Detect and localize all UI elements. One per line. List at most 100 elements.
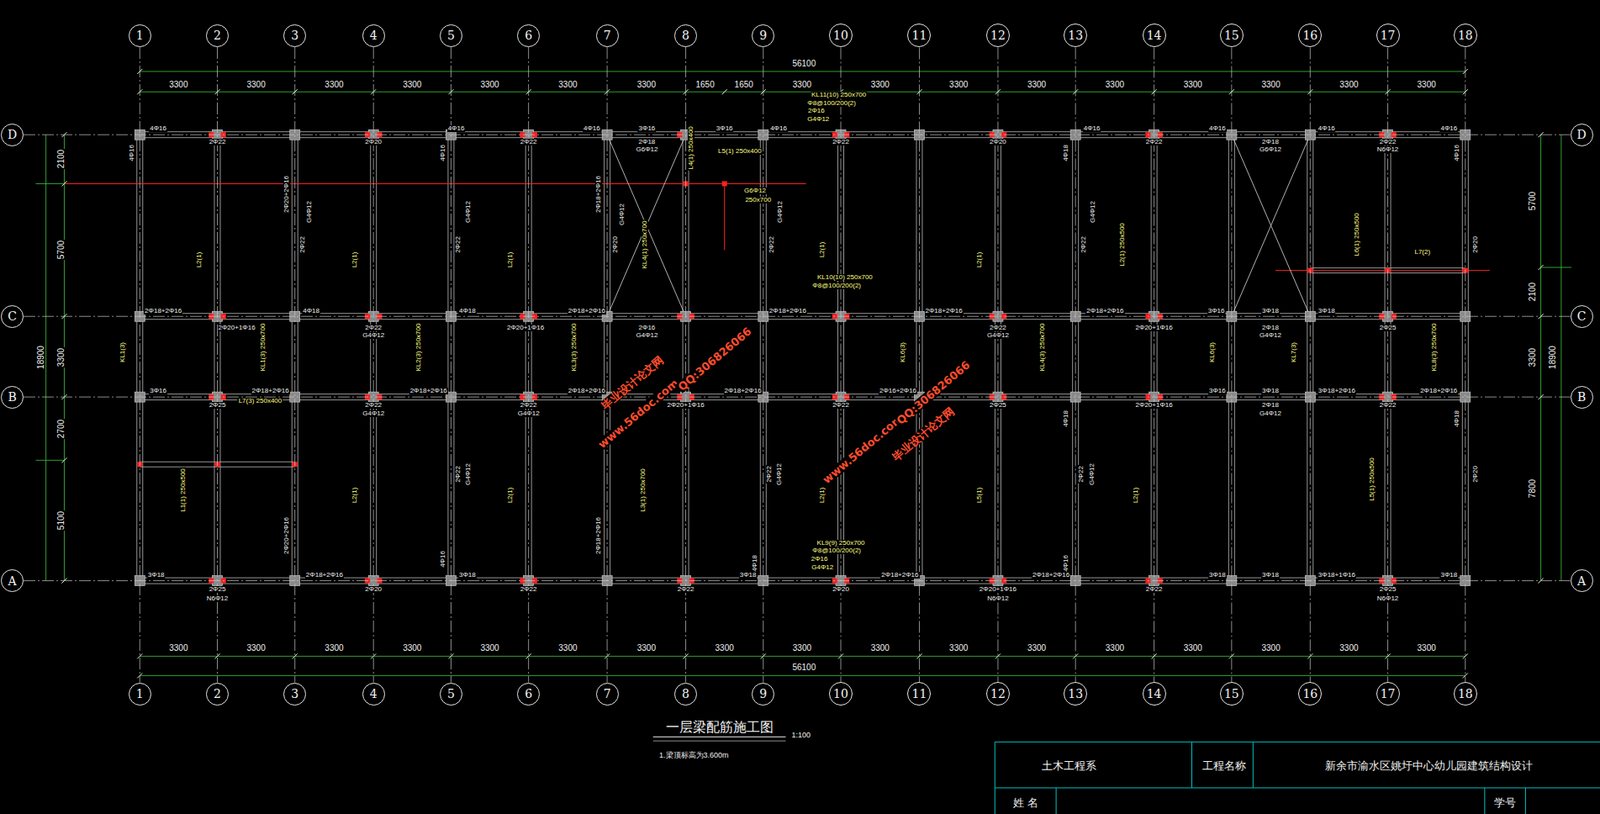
dimension-text: 3300 [1338,80,1359,90]
dimension-text: 3300 [323,644,344,653]
axis-bubble: 16 [1298,681,1322,706]
beam-callout: L7(2) [1413,248,1432,256]
beam-callout: KL4(3) 250x700 [1039,322,1046,372]
beam-callout: L2(1) [976,251,983,270]
axis-bubble: 3 [283,682,307,706]
title-block-line [994,741,1600,743]
title-block-line [994,786,1600,788]
rebar-note: 2Φ18+2Φ16 [1085,307,1125,315]
rebar-note: 4Φ16 [1062,554,1070,573]
axis-bubble: 18 [1453,681,1478,706]
beam-callout: L2(1) [506,485,514,504]
beam-edge [843,134,845,581]
dimension-text: 3300 [714,644,735,653]
dimension-text: 18900 [36,344,46,370]
opening-cross [1231,134,1310,317]
rebar-note: 3Φ18 [739,571,758,579]
beam-callout: L7(3) 250x400 [237,397,284,405]
opening-cross [607,134,686,317]
extension-line [35,183,64,185]
axis-number: 6 [524,29,533,42]
rebar-note: N6Φ12 [205,595,230,602]
axis-number: 5 [447,29,455,42]
axis-bubble: 8 [674,682,698,706]
rebar-note: 4Φ16 [769,125,788,133]
axis-number: 2 [213,29,222,42]
axis-number: 18 [1457,29,1474,42]
axis-line [1230,47,1232,682]
rebar-note: 4Φ16 [1453,143,1461,163]
rebar-note: 2Φ18+2Φ16 [567,307,607,315]
beam-edge [1228,134,1230,581]
beam-callout: L2(1) 250x500 [1119,221,1126,268]
axis-number: 13 [1067,29,1083,42]
beam-callout: L2(1) [818,241,826,259]
beam-callout: L2(1) [351,251,359,270]
rebar-note: 2Φ18 [638,138,657,146]
rebar-note: 2Φ18+2Φ16 [723,387,762,395]
rebar-note: 2Φ18+2Φ16 [768,307,808,315]
beam-edge [142,134,143,581]
rebar-note: 2Φ22 [1378,401,1398,409]
axis-number: B [7,390,16,403]
rebar-note: 2Φ20 [988,138,1008,146]
title-block-text: 土木工程系 [1040,760,1098,771]
rebar-note: 3Φ16 [1207,307,1226,315]
beam-callout: 2Φ16 [807,107,826,115]
beam-edge [525,134,527,581]
axis-number: 17 [1380,687,1396,700]
rebar-note: 2Φ20 [1472,464,1479,484]
watermark: QQ:306826066 [675,325,754,394]
axis-number: 11 [912,29,928,42]
axis-number: 5 [447,687,455,700]
rebar-note: 2Φ18+2Φ16 [409,387,449,395]
dimension-line [139,655,1466,657]
rebar-note: G6Φ12 [634,146,659,154]
dimension-text: 3300 [1260,644,1281,653]
dimension-text: 3300 [1182,80,1204,90]
dimension-line [45,134,47,581]
dimension-text: 2100 [1528,281,1537,302]
beam-edge [453,134,455,581]
beam-callout: KL4(1) 250x700 [641,220,649,270]
beam-callout: KL1(3) 250x700 [259,322,267,372]
rebar-note: 2Φ22 [765,464,773,484]
rebar-note: 3Φ18+1Φ16 [1317,571,1357,579]
rebar-note: G4Φ12 [776,200,784,224]
rebar-note: 4Φ16 [1317,125,1336,133]
axis-line [23,316,1571,317]
beam-edge [531,134,533,581]
rebar-note: 2Φ18+2Φ16 [880,571,919,579]
beam-edge [139,583,1466,585]
axis-number: 10 [833,687,849,700]
axis-bubble: C [1570,305,1594,328]
dimension-text: 3300 [401,80,423,90]
beam-callout: L5(1) [976,485,983,504]
axis-bubble: 11 [907,23,931,48]
rebar-note: 2Φ18+2Φ16 [143,307,183,315]
rebar-note: 2Φ22 [364,324,383,332]
axis-bubble: 9 [751,682,775,706]
dimension-text: 3300 [1260,80,1281,90]
axis-line [450,47,452,683]
beam-callout: KL11(10) 250x700 [810,91,867,99]
rebar-note: 2Φ20+1Φ16 [506,324,545,332]
axis-number: 9 [759,29,767,42]
axis-bubble: 4 [362,682,386,706]
beam-callout: L3(1) 250x700 [639,467,647,513]
rebar-note: G4Φ12 [776,462,783,486]
beam-edge [1000,134,1002,581]
axis-number: 12 [990,29,1006,42]
rebar-note: 2Φ16 [638,324,657,332]
axis-number: 15 [1224,687,1240,700]
beam-callout: KL10(10) 250x700 [816,274,874,281]
axis-bubble: 14 [1142,23,1167,48]
axis-number: 1 [136,687,144,700]
rebar-note: 2Φ18 [1261,138,1280,146]
rebar-note: 2Φ22 [1145,586,1164,593]
dimension-text: 3300 [1026,644,1047,653]
rebar-note: 2Φ20+1Φ16 [216,324,256,332]
title-block-line [1483,787,1485,814]
rebar-note: 2Φ20+1Φ16 [1135,401,1174,409]
